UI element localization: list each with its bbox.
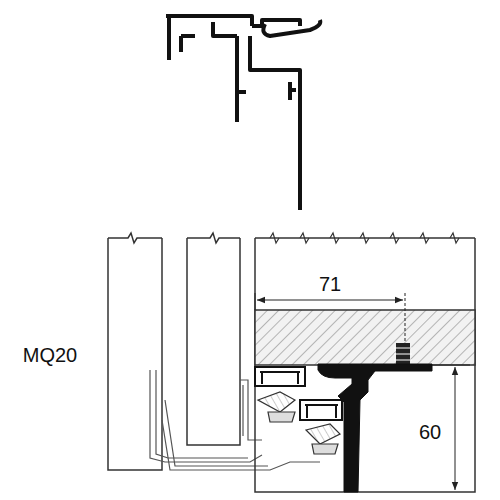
- dimension-value: 60: [417, 422, 443, 442]
- break-marks: [270, 233, 459, 243]
- fixing-screw: [394, 343, 412, 365]
- dimension-value: 71: [317, 274, 343, 294]
- dimension-lines: [255, 293, 470, 490]
- rollers: [258, 392, 340, 454]
- room-outline: [255, 238, 475, 492]
- ceiling-slab: [255, 310, 475, 365]
- top-profile: [166, 16, 320, 210]
- ceiling-track: [318, 364, 432, 492]
- door-panels: [108, 233, 240, 470]
- product-code: MQ20: [21, 345, 79, 365]
